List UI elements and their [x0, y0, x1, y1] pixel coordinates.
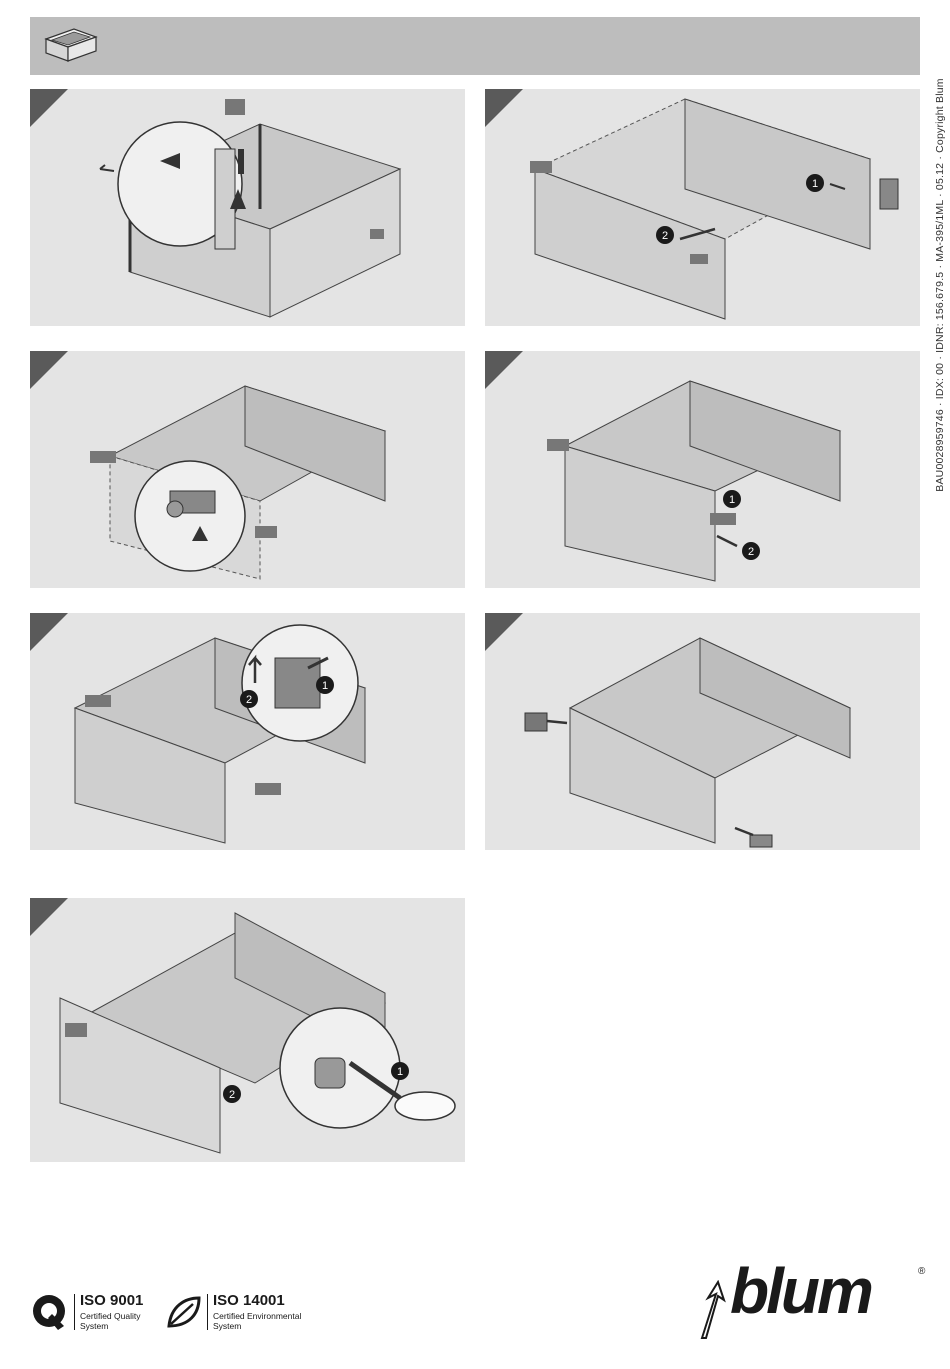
header-bar — [30, 17, 920, 75]
step-corner-marker — [485, 613, 523, 651]
step-panel-1 — [30, 89, 465, 326]
step-corner-marker — [30, 898, 68, 936]
drawer-illustration — [485, 613, 920, 850]
step-corner-marker — [30, 613, 68, 651]
document-code: BAU0028959746 · IDX: 00 · IDNR: 156.679.… — [930, 20, 950, 550]
step-panel-2: 1 2 — [485, 89, 920, 326]
drawer-illustration: 1 2 — [485, 89, 920, 326]
drawer-illustration — [30, 351, 465, 588]
drawer-illustration: 1 2 — [485, 351, 920, 588]
step-corner-marker — [485, 351, 523, 389]
drawer-illustration: 1 2 — [30, 898, 465, 1162]
cert-title: ISO 9001 — [80, 1292, 143, 1309]
callout-number: 2 — [662, 230, 668, 242]
leaf-icon — [163, 1292, 203, 1332]
cert-title: ISO 14001 — [213, 1292, 285, 1309]
drawer-illustration: 2 1 — [30, 613, 465, 850]
step-corner-marker — [485, 89, 523, 127]
step-corner-marker — [30, 89, 68, 127]
quality-q-icon — [30, 1292, 70, 1332]
registered-mark: ® — [918, 1266, 925, 1277]
brand-wordmark: blum — [730, 1254, 871, 1328]
callout-number: 1 — [812, 178, 818, 190]
callout-number: 1 — [397, 1066, 403, 1078]
callout-number: 1 — [729, 494, 735, 506]
step-panel-7: 1 2 — [30, 898, 465, 1162]
step-panel-6 — [485, 613, 920, 850]
callout-number: 2 — [246, 694, 252, 706]
callout-number: 2 — [748, 546, 754, 558]
callout-number: 1 — [322, 680, 328, 692]
cert-separator — [207, 1294, 208, 1330]
step-panel-4: 1 2 — [485, 351, 920, 588]
cert-separator — [74, 1294, 75, 1330]
drawer-icon — [38, 23, 102, 69]
drawer-illustration — [30, 89, 465, 326]
step-panel-3 — [30, 351, 465, 588]
document-code-text: BAU0028959746 · IDX: 00 · IDNR: 156.679.… — [934, 78, 946, 491]
step-panel-5: 2 1 — [30, 613, 465, 850]
step-corner-marker — [30, 351, 68, 389]
callout-number: 2 — [229, 1089, 235, 1101]
blum-logo: blum ® — [696, 1262, 931, 1342]
